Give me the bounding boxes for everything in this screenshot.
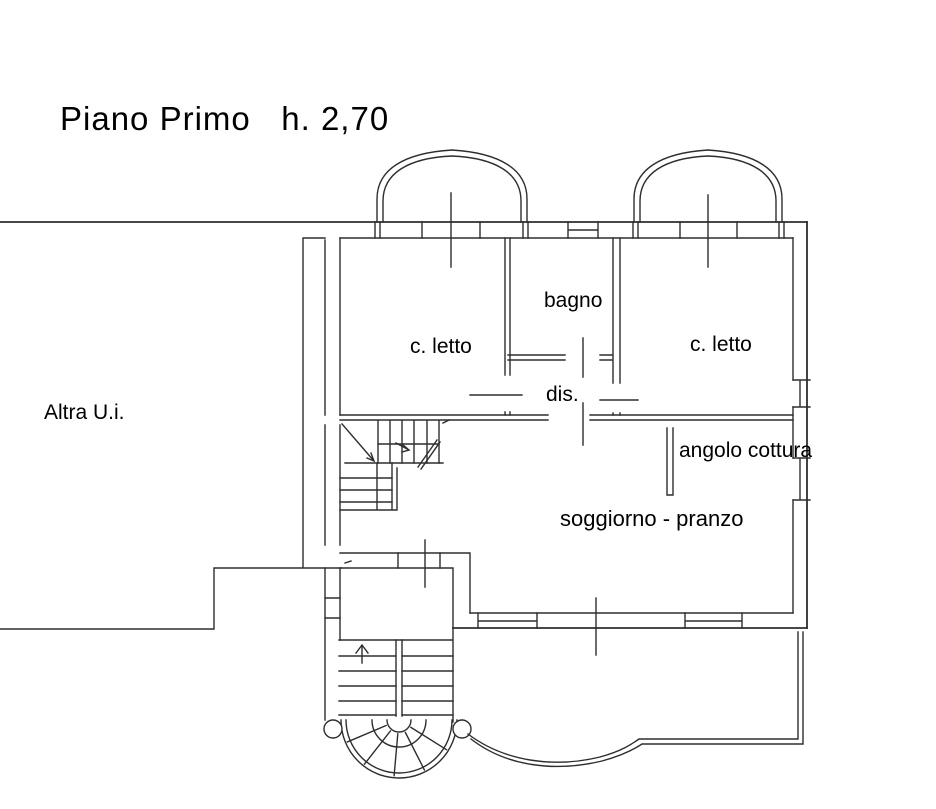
balcony-railing: [468, 632, 803, 766]
stair-post-right: [453, 720, 471, 738]
exterior-walls: [0, 222, 807, 722]
interior-staircase: [340, 421, 443, 510]
room-label-bathroom: bagno: [544, 289, 603, 312]
room-label-bedroom-left: c. letto: [410, 335, 472, 358]
room-label-living-dining: soggiorno - pranzo: [560, 506, 744, 531]
room-label-kitchenette: angolo cottura: [679, 439, 813, 462]
room-label-altra-ui: Altra U.i.: [44, 401, 125, 424]
interior-walls: [340, 238, 793, 563]
room-label-bedroom-right: c. letto: [690, 333, 752, 356]
altra-ui-outline: [0, 238, 341, 629]
exterior-staircase: [324, 640, 471, 778]
room-label-hallway: dis.: [546, 383, 579, 406]
plan-title: Piano Primo h. 2,70: [60, 100, 390, 137]
stair-post-left: [324, 720, 342, 738]
arched-balconies: [377, 150, 782, 222]
windows: [375, 193, 810, 655]
